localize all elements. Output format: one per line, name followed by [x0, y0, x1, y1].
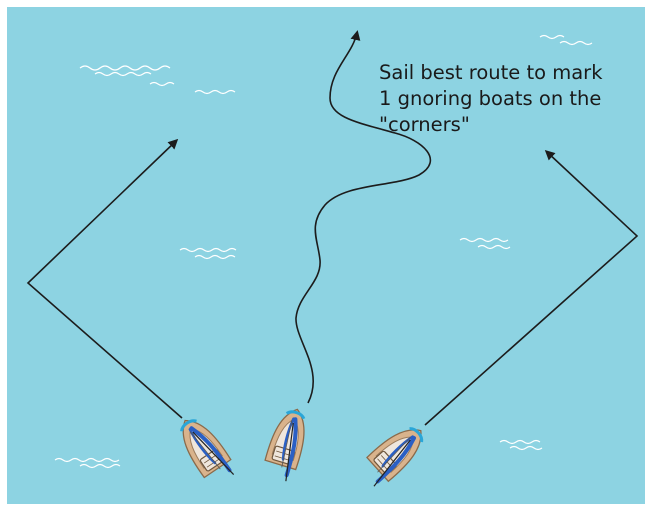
- caption-line-2: 1 gnoring boats on the: [379, 86, 649, 112]
- route-caption: Sail best route to mark 1 gnoring boats …: [379, 60, 649, 138]
- caption-line-1: Sail best route to mark: [379, 60, 649, 86]
- caption-line-3: "corners": [379, 112, 649, 138]
